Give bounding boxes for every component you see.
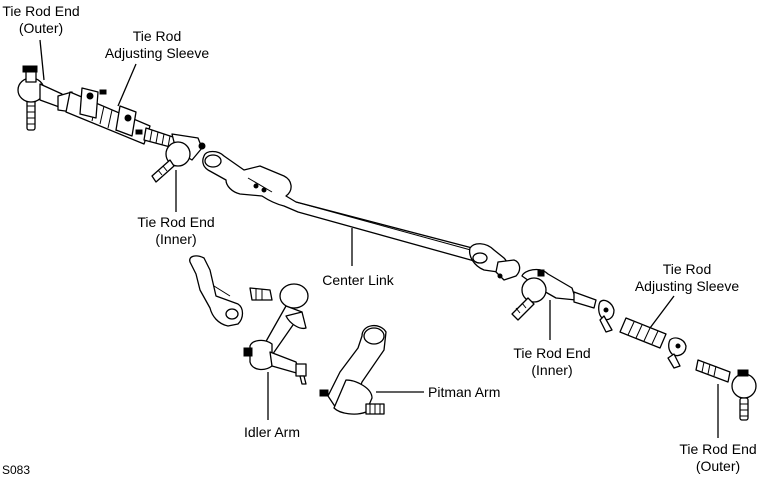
left-inner-tie-rod-end xyxy=(151,133,206,183)
leader-outer-left xyxy=(39,39,45,81)
right-adjusting-sleeve xyxy=(619,317,667,349)
left-adjusting-sleeve xyxy=(57,87,151,145)
left-outer-tie-rod-end xyxy=(17,65,63,131)
label-pitman-arm: Pitman Arm xyxy=(428,384,501,400)
label-idler-arm: Idler Arm xyxy=(243,424,300,440)
idler-arm-part xyxy=(189,255,309,385)
left-tie-rod-assembly xyxy=(17,65,206,183)
label-tie-rod-end-outer-right: Tie Rod End (Outer) xyxy=(679,441,757,474)
right-sleeve-clamp-outer xyxy=(667,337,687,369)
right-sleeve-clamp-inner xyxy=(598,299,615,333)
pitman-arm-part xyxy=(319,325,387,415)
figure-code: S083 xyxy=(2,463,31,477)
right-outer-tie-rod-end xyxy=(695,359,757,421)
label-center-link: Center Link xyxy=(322,272,394,288)
label-tie-rod-adjusting-sleeve-left: Tie Rod Adjusting Sleeve xyxy=(104,28,210,61)
label-tie-rod-end-inner-right: Tie Rod End (Inner) xyxy=(513,345,591,378)
label-tie-rod-adjusting-sleeve-right: Tie Rod Adjusting Sleeve xyxy=(634,261,740,294)
right-tie-rod-assembly xyxy=(511,268,757,421)
label-tie-rod-end-outer-left: Tie Rod End (Outer) xyxy=(2,3,80,36)
label-tie-rod-end-inner-left: Tie Rod End (Inner) xyxy=(137,214,215,247)
right-inner-tie-rod-end xyxy=(511,268,597,321)
leader-lines xyxy=(39,39,719,438)
leader-sleeve-right xyxy=(649,295,675,329)
leader-sleeve-left xyxy=(117,63,137,107)
center-link-part xyxy=(202,150,521,281)
